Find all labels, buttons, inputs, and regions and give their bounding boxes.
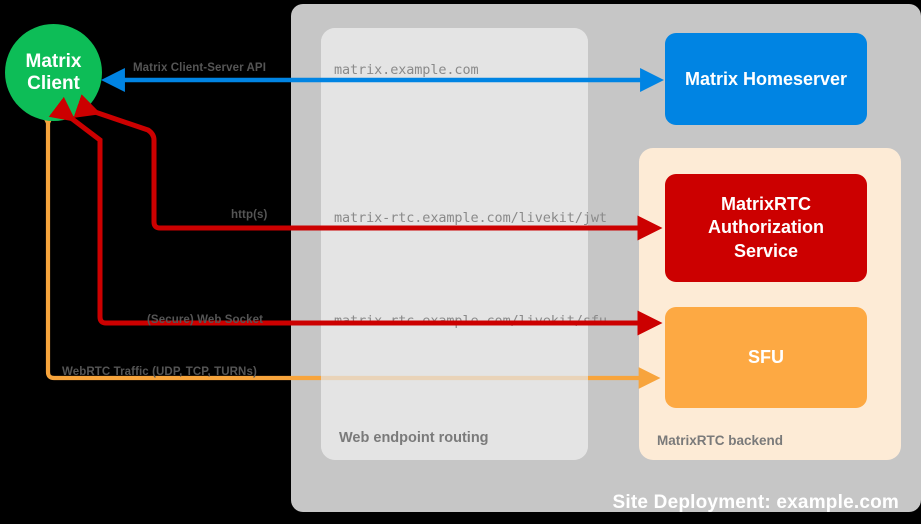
node-matrix-homeserver-label: Matrix Homeserver (684, 68, 848, 89)
backend-panel-label: MatrixRTC backend (657, 433, 784, 448)
connection-label-https: http(s) (231, 209, 268, 221)
node-matrixrtc-authorization-service[interactable]: MatrixRTC Authorization Service (665, 174, 867, 282)
node-auth-line1: MatrixRTC (720, 194, 811, 215)
node-matrix-client-line1: Matrix (25, 51, 82, 73)
node-sfu[interactable]: SFU (665, 307, 867, 408)
connection-label-webrtc-traffic: WebRTC Traffic (UDP, TCP, TURNs) (62, 366, 257, 378)
connection-label-web-socket: (Secure) Web Socket (147, 314, 264, 326)
node-matrix-homeserver[interactable]: Matrix Homeserver (665, 33, 867, 125)
node-matrix-client-line2: Client (27, 72, 80, 94)
site-deployment-label: Site Deployment: example.com (612, 492, 899, 513)
node-auth-line2: Authorization (708, 217, 824, 238)
connection-label-matrix-cs-api: Matrix Client-Server API (133, 62, 266, 74)
node-auth-line3: Service (733, 240, 799, 261)
node-sfu-label: SFU (748, 347, 784, 367)
